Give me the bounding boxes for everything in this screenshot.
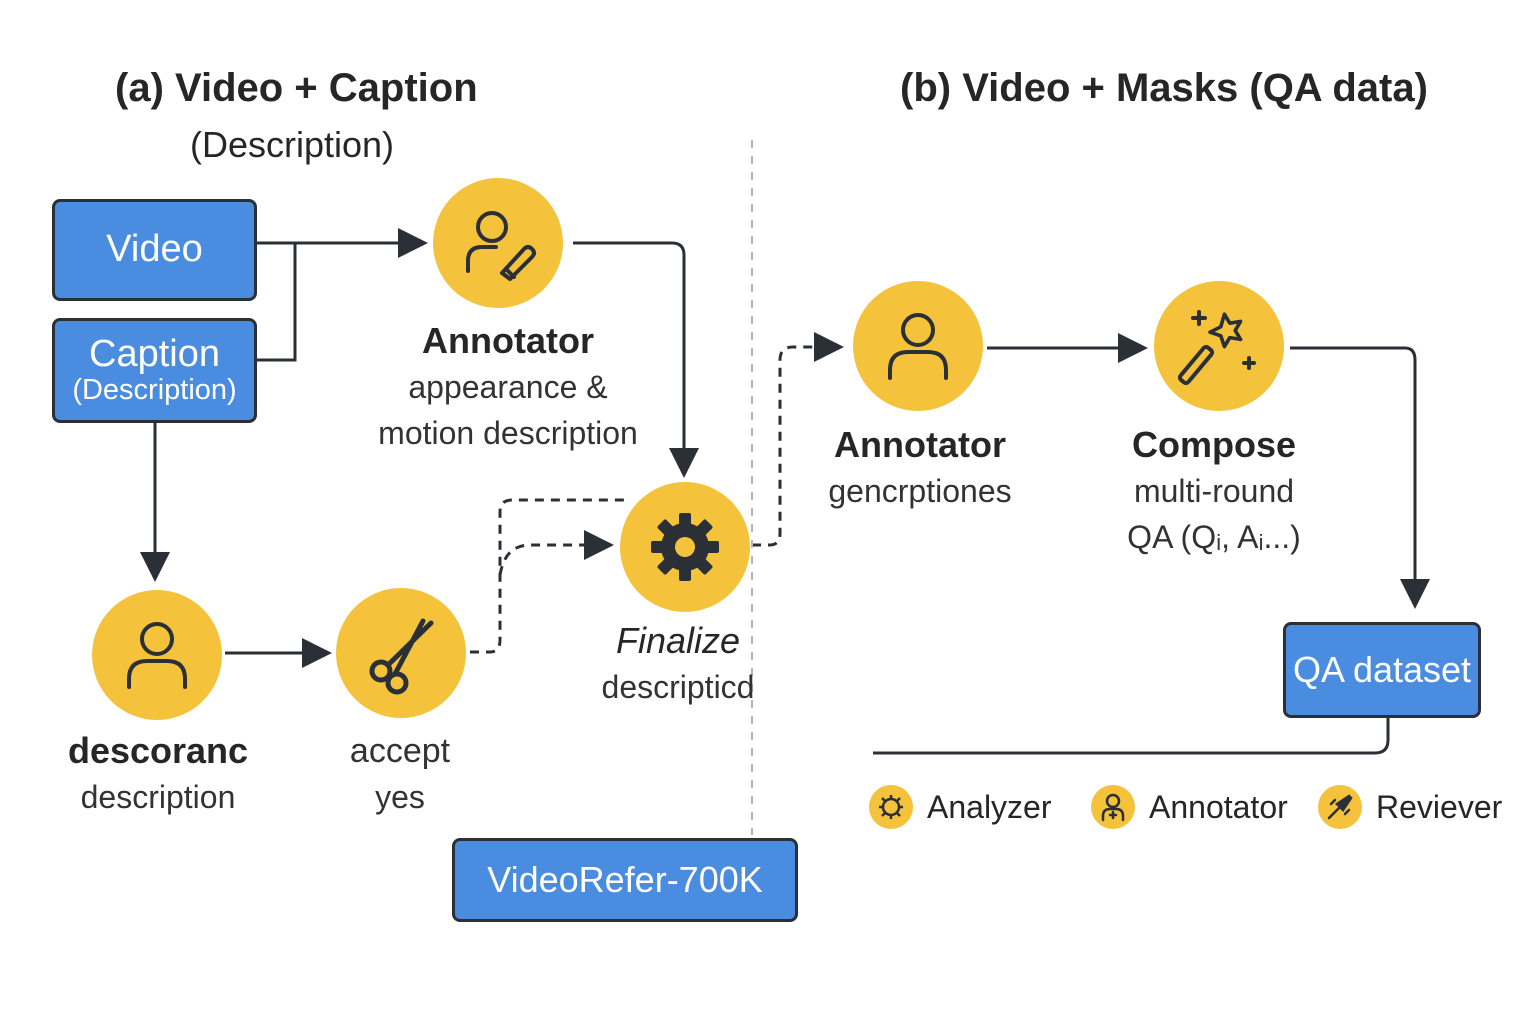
videorefer-box: VideoRefer-700K <box>452 838 798 922</box>
compose-title: Compose <box>1131 424 1297 465</box>
finalize-label: Finalize descripticd <box>602 618 755 710</box>
finalize-desc: descripticd <box>601 669 755 705</box>
legend-annotator: Annotator <box>1091 785 1288 829</box>
descoranc-desc: description <box>80 779 236 815</box>
section-b-title: (b) Video + Masks (QA data) <box>900 66 1428 110</box>
finalize-node <box>620 482 750 612</box>
video-box-label: Video <box>106 228 203 271</box>
annotator-a-node <box>433 178 563 308</box>
videorefer-label: VideoRefer-700K <box>487 859 763 901</box>
descoranc-label: descoranc description <box>68 728 248 820</box>
section-a-title: (a) Video + Caption <box>115 66 478 110</box>
compose-node <box>1154 281 1284 411</box>
person-icon <box>888 313 948 380</box>
accept-node <box>336 588 466 718</box>
annotator-b-node <box>853 281 983 411</box>
legend-analyzer-label: Analyzer <box>927 788 1052 825</box>
caption-box-sublabel: (Description) <box>72 374 237 407</box>
qa-baseline <box>873 718 1390 755</box>
legend-reviever-label: Reviever <box>1376 788 1503 825</box>
caption-box-label: Caption <box>89 332 220 375</box>
annotator-a-desc1: appearance & <box>408 369 608 405</box>
dashed-accept-finalize <box>470 498 625 654</box>
compose-desc2: QA (Qᵢ, Aᵢ...) <box>1127 519 1301 555</box>
person-icon <box>127 622 187 689</box>
annotator-b-desc: gencrptiones <box>828 473 1012 509</box>
arrow-annotator-finalize <box>573 241 699 478</box>
accept-desc: yes <box>375 779 425 815</box>
gear-person-icon <box>869 785 913 829</box>
annotator-a-label: Annotator appearance & motion descriptio… <box>378 318 638 456</box>
accept-title: accept <box>349 732 451 770</box>
dashed-finalize-annotator <box>752 332 844 547</box>
qa-dataset-label: QA dataset <box>1292 649 1472 691</box>
accept-label: accept yes <box>350 728 450 820</box>
legend-annotator-label: Annotator <box>1149 788 1288 825</box>
scissors-icon <box>369 618 434 695</box>
brush-icon <box>1318 785 1362 829</box>
legend-reviever: Reviever <box>1318 785 1502 829</box>
annotator-a-title: Annotator <box>422 320 594 361</box>
magic-wand-icon <box>1177 310 1256 386</box>
descoranc-title: descoranc <box>67 730 249 771</box>
caption-box: Caption (Description) <box>52 318 257 423</box>
dashed-arrow-finalize <box>498 530 614 576</box>
section-a-subtitle: (Description) <box>190 124 395 165</box>
annotator-b-title: Annotator <box>834 424 1006 465</box>
compose-label: Compose multi-round QA (Qᵢ, Aᵢ...) <box>1127 422 1301 560</box>
descoranc-node <box>92 590 222 720</box>
caption-bracket <box>257 243 297 362</box>
compose-desc1: multi-round <box>1133 473 1295 509</box>
legend-analyzer: Analyzer <box>869 785 1052 829</box>
qa-dataset-box: QA dataset <box>1283 622 1481 718</box>
annotator-a-desc2: motion description <box>378 415 638 451</box>
person-pencil-icon <box>466 211 536 281</box>
arrow-compose-qa <box>1290 346 1430 609</box>
annotator-b-label: Annotator gencrptiones <box>828 422 1011 514</box>
gear-icon <box>651 513 719 581</box>
finalize-title: Finalize <box>615 620 741 661</box>
video-box: Video <box>52 199 257 301</box>
person-plus-icon <box>1091 785 1135 829</box>
